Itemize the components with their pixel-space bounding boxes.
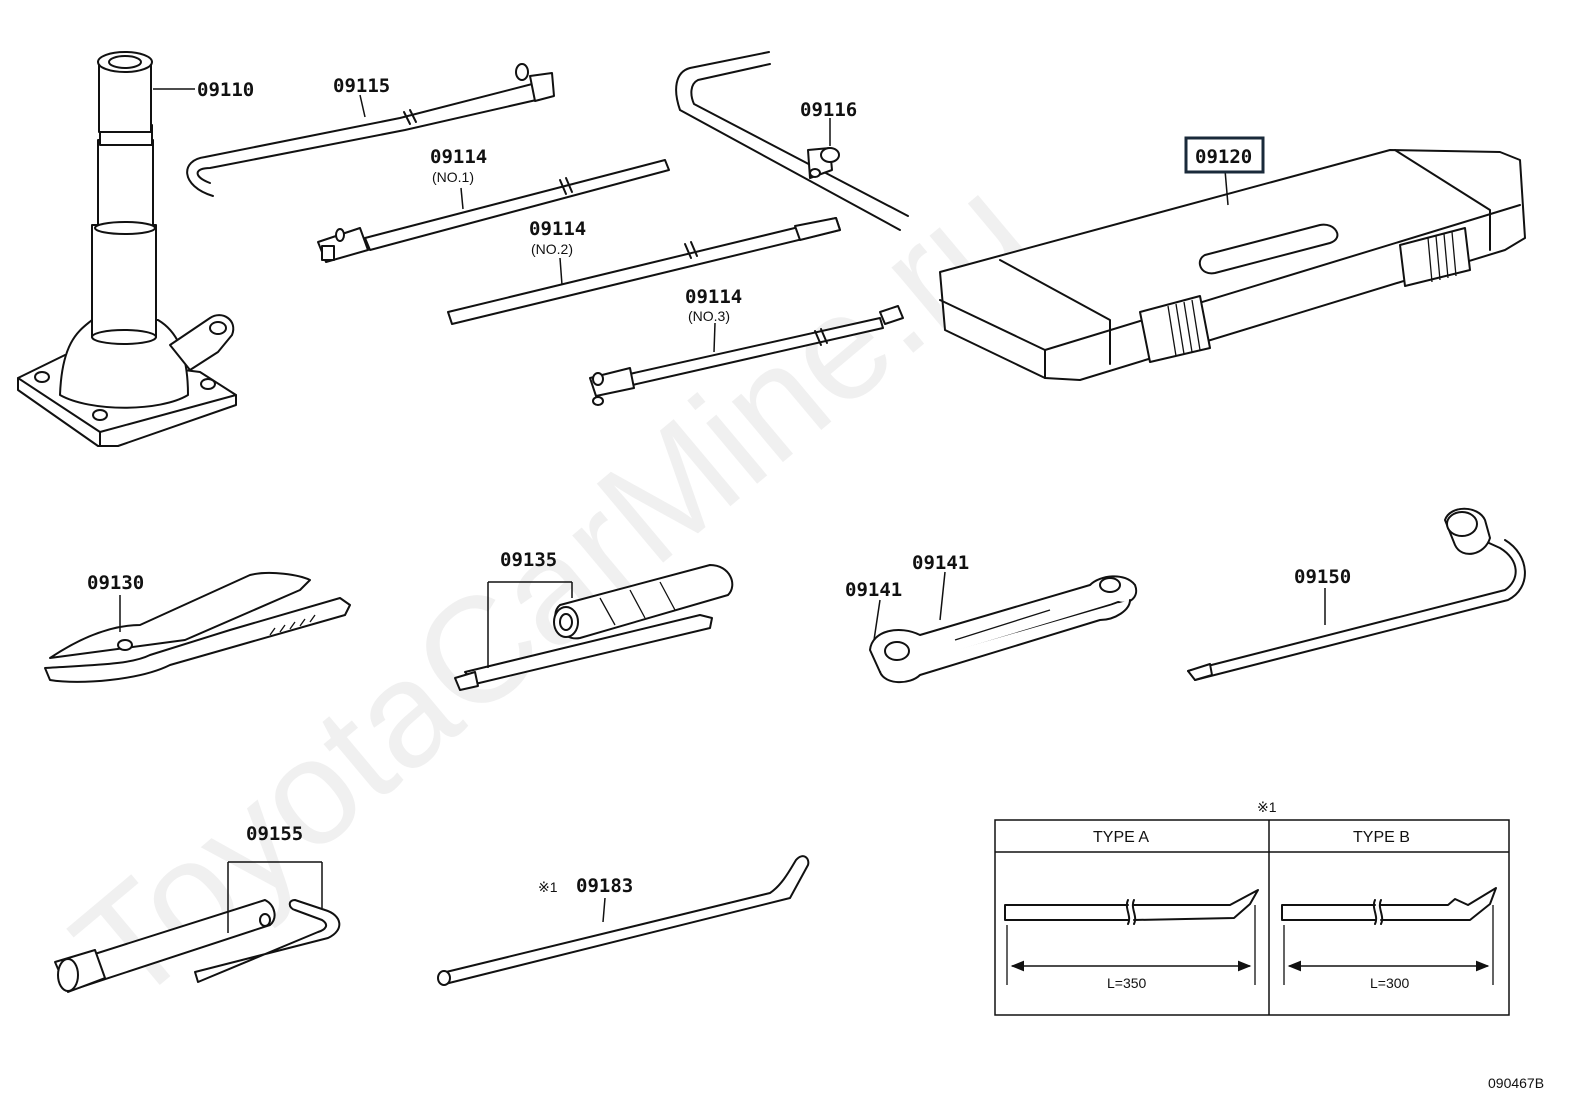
label-09114-no1-sub: (NO.1) bbox=[432, 169, 474, 185]
tool-bag-illustration bbox=[939, 149, 1526, 381]
type-table bbox=[994, 819, 1510, 1016]
extension-bar-no1-illustration bbox=[317, 159, 670, 263]
table-header-type-b: TYPE B bbox=[1353, 829, 1410, 846]
screwdriver-illustration bbox=[454, 564, 734, 691]
label-09114-no3: 09114 bbox=[685, 286, 742, 308]
label-09141-b: 09141 bbox=[845, 579, 902, 601]
label-09110: 09110 bbox=[197, 79, 254, 101]
label-09114-no2-sub: (NO.2) bbox=[531, 241, 573, 257]
diagram-id: 090467B bbox=[1488, 1075, 1544, 1091]
table-header-type-a: TYPE A bbox=[1093, 829, 1149, 846]
table-note-mark: ※1 bbox=[1257, 799, 1277, 815]
type-a-tool-shape bbox=[1004, 889, 1259, 925]
label-09150: 09150 bbox=[1294, 566, 1351, 588]
label-09141-a: 09141 bbox=[912, 552, 969, 574]
extension-bar-no2-illustration bbox=[447, 217, 841, 325]
wheel-wrench-illustration bbox=[1187, 507, 1526, 681]
type-b-length-label: L=300 bbox=[1370, 975, 1410, 991]
pliers-illustration bbox=[44, 571, 351, 683]
label-09183: 09183 bbox=[576, 875, 633, 897]
label-09135: 09135 bbox=[500, 549, 557, 571]
handle-bar-illustration bbox=[675, 51, 909, 231]
label-09155: 09155 bbox=[246, 823, 303, 845]
label-09114-no3-sub: (NO.3) bbox=[688, 308, 730, 324]
type-b-tool-shape bbox=[1281, 887, 1497, 925]
label-09114-no2: 09114 bbox=[529, 218, 586, 240]
watermark-text: ToyotaCarMine.ru bbox=[43, 145, 1058, 1035]
label-09114-no1: 09114 bbox=[430, 146, 487, 168]
label-09183-mark: ※1 bbox=[538, 879, 558, 895]
label-09120: 09120 bbox=[1195, 146, 1252, 168]
hub-nut-wrench-illustration bbox=[437, 855, 810, 986]
wrench-illustration bbox=[869, 575, 1138, 684]
label-09130: 09130 bbox=[87, 572, 144, 594]
label-09116: 09116 bbox=[800, 99, 857, 121]
jack-handle-illustration bbox=[186, 63, 555, 197]
label-09115: 09115 bbox=[333, 75, 390, 97]
extension-bar-no3-illustration bbox=[589, 305, 904, 406]
tool-bag-label-box bbox=[1184, 136, 1265, 174]
plug-wrench-illustration bbox=[54, 899, 341, 993]
jack-illustration bbox=[17, 51, 237, 447]
type-a-length-label: L=350 bbox=[1107, 975, 1147, 991]
